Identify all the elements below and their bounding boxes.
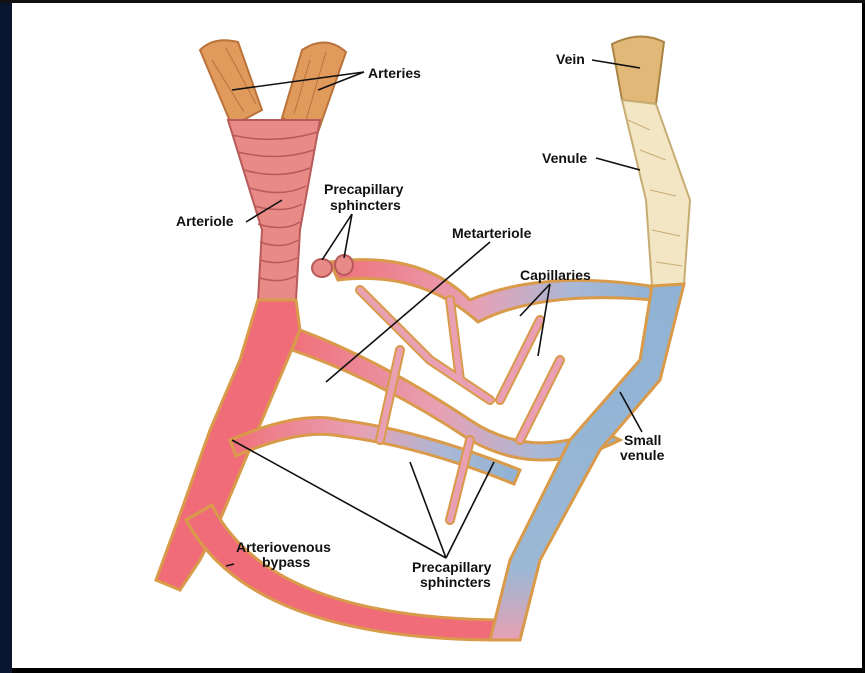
label-precapillary-top-line2: sphincters bbox=[330, 197, 401, 213]
label-metarteriole: Metarteriole bbox=[452, 225, 532, 241]
label-precapillary-top-line1: Precapillary bbox=[324, 181, 404, 197]
label-venule: Venule bbox=[542, 150, 587, 166]
label-small-venule-line2: venule bbox=[620, 447, 665, 463]
label-capillaries: Capillaries bbox=[520, 267, 591, 283]
label-arteriovenous-line2: bypass bbox=[262, 554, 310, 570]
arteriole-vessel bbox=[228, 120, 320, 300]
precapillary-sphincters-top bbox=[312, 255, 353, 277]
label-vein: Vein bbox=[556, 51, 585, 67]
label-precapillary-bottom-line2: sphincters bbox=[420, 574, 491, 590]
label-arteriole: Arteriole bbox=[176, 213, 234, 229]
label-arteriovenous-line1: Arteriovenous bbox=[236, 539, 331, 555]
label-precapillary-bottom-line1: Precapillary bbox=[412, 559, 492, 575]
arteries-vessel bbox=[200, 40, 346, 132]
label-small-venule-line1: Small bbox=[624, 432, 661, 448]
label-arteries: Arteries bbox=[368, 65, 421, 81]
vein-vessel bbox=[612, 36, 690, 286]
